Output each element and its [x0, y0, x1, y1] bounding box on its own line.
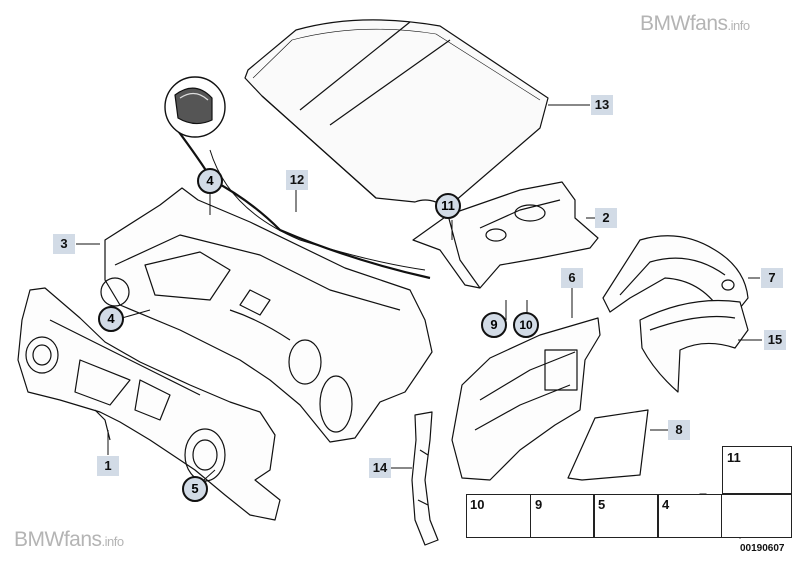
callout-6: 6: [561, 268, 583, 288]
callout-9: 9: [481, 312, 507, 338]
callout-12: 12: [286, 170, 308, 190]
callout-13: 13: [591, 95, 613, 115]
callout-11: 11: [435, 193, 461, 219]
diagram-number: 00190607: [740, 543, 785, 554]
legend-label-11: 11: [727, 450, 741, 465]
legend-box-11: [722, 446, 792, 494]
seal-strip: [164, 76, 431, 280]
callout-2: 2: [595, 208, 617, 228]
hood-insulation-mat: [244, 19, 549, 209]
callout-1: 1: [97, 456, 119, 476]
legend-label-9: 9: [535, 497, 543, 512]
callout-5: 5: [182, 476, 208, 502]
legend-box-9: [530, 494, 594, 538]
legend-box-4: [658, 494, 722, 538]
callout-14: 14: [369, 458, 391, 478]
insulation-pad: [567, 409, 649, 481]
firewall-insulation: [17, 287, 281, 521]
insulation-strip: [411, 411, 439, 546]
watermark-bottom-brand: BMWfans: [14, 528, 102, 551]
watermark-top-brand: BMWfans: [640, 12, 728, 35]
legend-label-4: 4: [662, 497, 670, 512]
callout-10: 10: [513, 312, 539, 338]
callout-4-top: 4: [197, 168, 223, 194]
watermark-top: BMWfans.info: [640, 12, 750, 36]
callout-3: 3: [53, 234, 75, 254]
legend-label-5: 5: [598, 497, 606, 512]
door-insulation: [451, 317, 601, 481]
wheel-housing-shield: [639, 299, 749, 393]
cowl-cover: [412, 181, 599, 289]
wheel-arch-cover: [602, 235, 749, 313]
bulkhead-panel: [100, 187, 433, 443]
callout-15: 15: [764, 330, 786, 350]
watermark-bottom: BMWfans.info: [14, 528, 124, 552]
watermark-top-suffix: .info: [727, 18, 751, 33]
callout-7: 7: [761, 268, 783, 288]
legend-box-5: [594, 494, 658, 538]
callout-4-left: 4: [98, 306, 124, 332]
watermark-bottom-suffix: .info: [101, 534, 125, 549]
callout-8: 8: [668, 420, 690, 440]
legend-label-10: 10: [470, 497, 485, 512]
